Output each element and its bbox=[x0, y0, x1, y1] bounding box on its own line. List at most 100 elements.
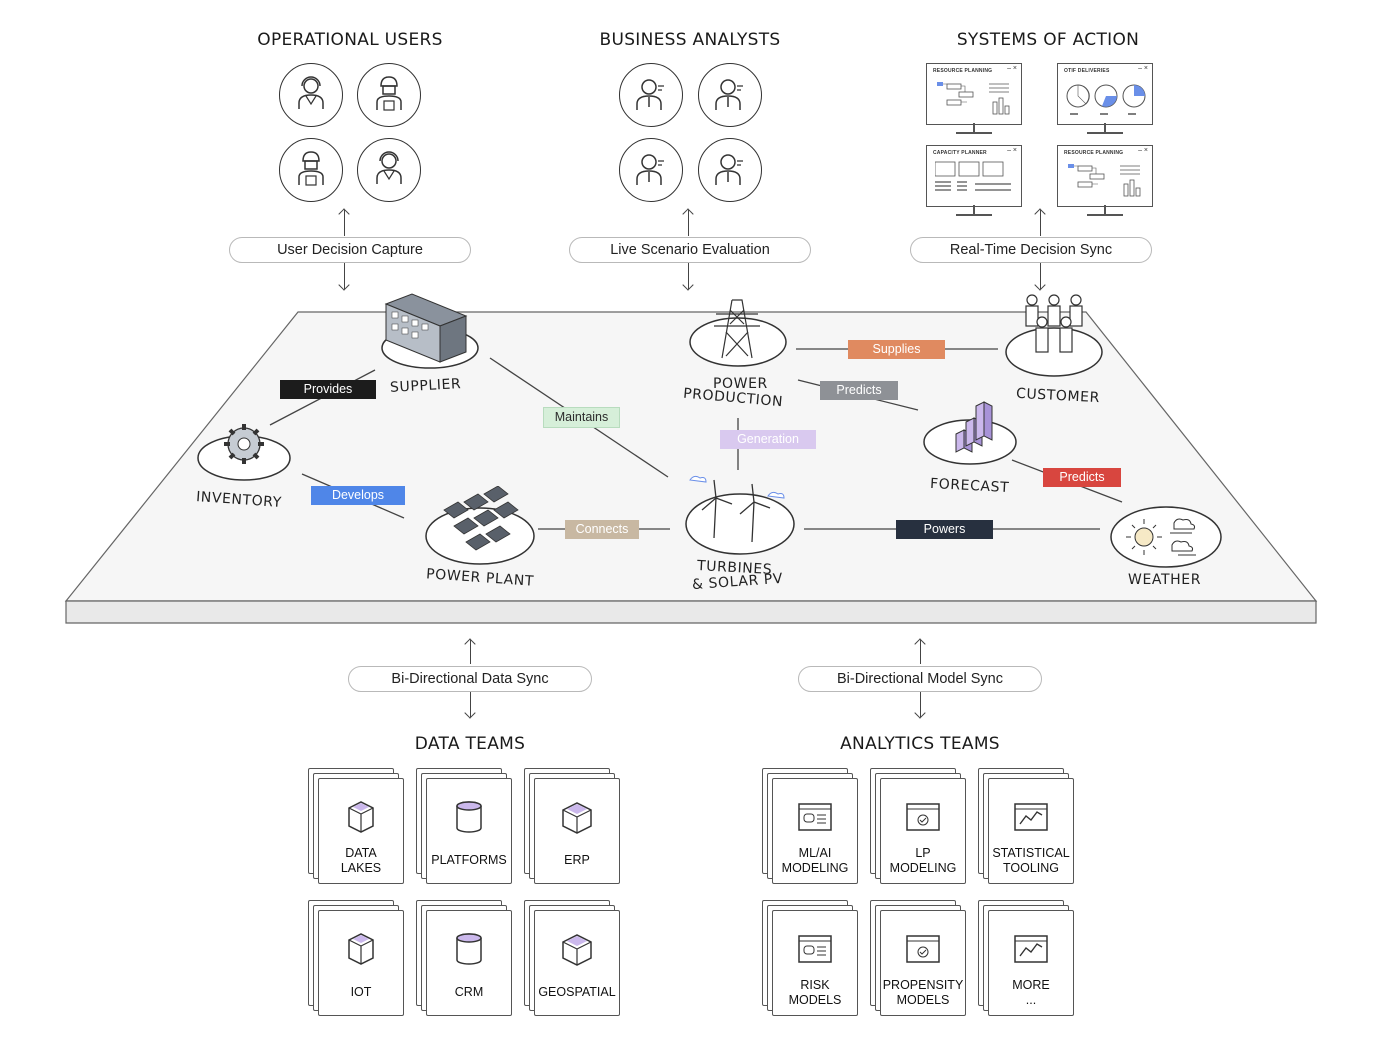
analytics-team-label: STATISTICAL bbox=[992, 846, 1070, 860]
systems-of-action-title: SYSTEMS OF ACTION bbox=[956, 30, 1140, 50]
supplier-building-icon bbox=[381, 293, 479, 369]
analytics-team-label: RISK bbox=[800, 978, 830, 992]
analytics-team-label: ML/AI bbox=[798, 846, 832, 860]
hexagon-cylinder-icon bbox=[348, 933, 374, 965]
predicts-link: Predicts bbox=[820, 381, 898, 400]
live-scenario-evaluation-pill: Live Scenario Evaluation bbox=[569, 237, 811, 263]
analytics-team-label-line2: MODELS bbox=[788, 993, 842, 1007]
analytics-team-label-line2: MODELING bbox=[781, 861, 849, 875]
model-window-icon bbox=[798, 803, 832, 831]
monitor-capacity-planner: CAPACITY PLANNER – × bbox=[926, 145, 1022, 207]
database-icon bbox=[456, 933, 482, 965]
analytics-team-label: LP bbox=[915, 846, 931, 860]
wind-turbines-icon bbox=[685, 475, 795, 555]
provides-link: Provides bbox=[280, 380, 376, 399]
database-icon bbox=[456, 801, 482, 833]
develops-link: Develops bbox=[311, 486, 405, 505]
monitor-title: RESOURCE PLANNING bbox=[1064, 150, 1124, 156]
data-team-label: DATA bbox=[345, 846, 377, 860]
up-arrow-icon bbox=[470, 640, 471, 664]
monitor-resource-planning: RESOURCE PLANNING – × bbox=[1057, 145, 1153, 207]
customer-group-icon bbox=[1005, 294, 1103, 377]
supplies-link: Supplies bbox=[848, 340, 945, 359]
business-analysts-title: BUSINESS ANALYSTS bbox=[599, 30, 781, 50]
down-arrow-icon bbox=[688, 263, 689, 289]
analyst-icon bbox=[698, 63, 762, 127]
generation-link: Generation bbox=[720, 430, 816, 449]
operational-users-title: OPERATIONAL USERS bbox=[257, 30, 443, 50]
down-arrow-icon bbox=[344, 263, 345, 289]
ontology-platform bbox=[64, 311, 1318, 624]
close-icon: – × bbox=[1138, 65, 1148, 72]
weather-icon bbox=[1110, 506, 1222, 568]
data-team-card: CRM bbox=[416, 900, 512, 1016]
solar-panels-icon bbox=[425, 486, 535, 565]
close-icon: – × bbox=[1138, 147, 1148, 154]
close-icon: – × bbox=[1007, 147, 1017, 154]
analyst-icon bbox=[619, 138, 683, 202]
trend-chart-icon bbox=[1014, 803, 1048, 831]
data-teams-title: DATA TEAMS bbox=[414, 734, 526, 754]
down-arrow-icon bbox=[920, 692, 921, 717]
close-icon: – × bbox=[1007, 65, 1017, 72]
hexagon-cylinder-icon bbox=[348, 801, 374, 833]
operator-headset-icon bbox=[357, 138, 421, 202]
pie-charts-icon bbox=[1066, 84, 1146, 115]
weather-label: WEATHER bbox=[1128, 572, 1202, 588]
flowchart-icon bbox=[937, 82, 1010, 115]
predicts-link: Predicts bbox=[1043, 468, 1121, 487]
transmission-tower-icon bbox=[689, 299, 787, 367]
up-arrow-icon bbox=[920, 640, 921, 664]
model-window-icon bbox=[798, 935, 832, 963]
connects-link: Connects bbox=[565, 520, 639, 539]
analytics-team-label-line2: TOOLING bbox=[1002, 861, 1060, 875]
monitor-title: CAPACITY PLANNER bbox=[933, 150, 987, 156]
analytics-teams-title: ANALYTICS TEAMS bbox=[840, 734, 1000, 754]
down-arrow-icon bbox=[1040, 263, 1041, 289]
monitor-otif-deliveries: OTIF DELIVERIES – × bbox=[1057, 63, 1153, 125]
up-arrow-icon bbox=[344, 210, 345, 236]
analytics-team-label: PROPENSITY bbox=[882, 978, 964, 992]
analytics-team-label-line2: ... bbox=[1025, 993, 1037, 1007]
analytics-team-label-line2: MODELS bbox=[896, 993, 950, 1007]
analytics-team-label: MORE bbox=[1012, 978, 1050, 992]
operator-headset-icon bbox=[279, 63, 343, 127]
real-time-decision-sync-pill: Real-Time Decision Sync bbox=[910, 237, 1152, 263]
data-team-label-line2: LAKES bbox=[340, 861, 382, 875]
cube-icon bbox=[562, 934, 592, 966]
data-team-card: PLATFORMS bbox=[416, 768, 512, 884]
optimization-window-icon bbox=[906, 935, 940, 963]
maintains-link: Maintains bbox=[543, 407, 620, 428]
analyst-icon bbox=[619, 63, 683, 127]
forecast-bars-icon bbox=[923, 401, 1017, 465]
worker-hardhat-icon bbox=[279, 138, 343, 202]
table-icon bbox=[935, 161, 1011, 191]
analyst-icon bbox=[698, 138, 762, 202]
analytics-team-card: MORE... bbox=[978, 900, 1074, 1016]
inventory-gear-icon bbox=[197, 424, 291, 481]
user-decision-capture-pill: User Decision Capture bbox=[229, 237, 471, 263]
bi-directional-data-sync-pill: Bi-Directional Data Sync bbox=[348, 666, 592, 692]
flowchart-icon bbox=[1068, 164, 1141, 197]
monitor-title: OTIF DELIVERIES bbox=[1064, 68, 1110, 74]
bi-directional-model-sync-pill: Bi-Directional Model Sync bbox=[798, 666, 1042, 692]
data-team-card: IOT bbox=[308, 900, 404, 1016]
optimization-window-icon bbox=[906, 803, 940, 831]
monitor-title: RESOURCE PLANNING bbox=[933, 68, 993, 74]
analytics-team-label-line2: MODELING bbox=[889, 861, 957, 875]
data-team-label: GEOSPATIAL bbox=[538, 985, 616, 999]
up-arrow-icon bbox=[1040, 210, 1041, 236]
trend-chart-icon bbox=[1014, 935, 1048, 963]
cube-icon bbox=[562, 802, 592, 834]
monitor-resource-planning: RESOURCE PLANNING – × bbox=[926, 63, 1022, 125]
data-team-label: PLATFORMS bbox=[431, 853, 507, 867]
up-arrow-icon bbox=[688, 210, 689, 236]
powers-link: Powers bbox=[896, 520, 993, 539]
data-team-card: ERP bbox=[524, 768, 620, 884]
